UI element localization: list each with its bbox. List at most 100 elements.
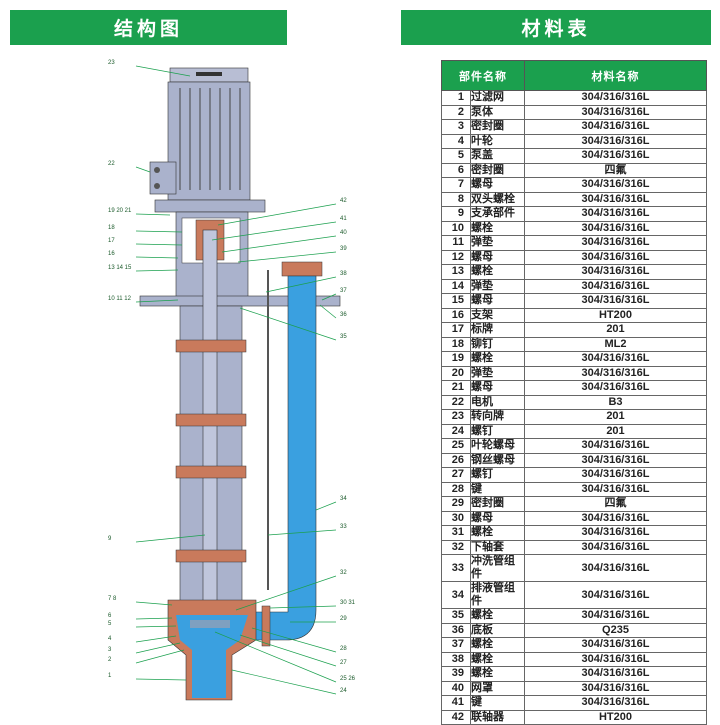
part-number: 6 [441,162,471,178]
leader-line [321,293,337,301]
material: 304/316/316L [524,581,707,609]
part-number: 4 [441,133,471,149]
leader-line [135,601,173,606]
material: 201 [524,322,707,338]
material: 304/316/316L [524,249,707,265]
material: 304/316/316L [524,680,707,696]
part-name: 螺栓 [470,608,525,624]
part-name: 铆钉 [470,336,525,352]
part-number: 2 [441,104,471,120]
structure-diagram-title: 结构图 [10,10,287,45]
callout-label: 27 [340,660,347,666]
leader-line [135,269,179,272]
part-number: 12 [441,249,471,265]
part-name: 键 [470,481,525,497]
leader-line [221,235,337,253]
part-name: 螺栓 [470,351,525,367]
part-number: 17 [441,322,471,338]
part-number: 39 [441,666,471,682]
leader-line [135,534,206,543]
material: HT200 [524,307,707,323]
part-name: 螺母 [470,293,525,309]
part-name: 网罩 [470,680,525,696]
leader-line [135,678,187,681]
callout-label: 9 [108,536,112,542]
material: 304/316/316L [524,119,707,135]
material: 304/316/316L [524,90,707,106]
part-name: 泵盖 [470,148,525,164]
leader-line [265,276,337,293]
material: 四氟 [524,162,707,178]
leader-line [135,642,181,654]
part-name: 螺钉 [470,423,525,439]
callout-label: 32 [340,570,347,576]
part-name: 螺栓 [470,525,525,541]
terminal-box [149,161,177,195]
column [175,229,269,631]
motor [149,67,266,213]
part-name: 泵体 [470,104,525,120]
leader-line [135,213,171,216]
material: 304/316/316L [524,608,707,624]
part-number: 8 [441,191,471,207]
material: 304/316/316L [524,525,707,541]
part-number: 32 [441,539,471,555]
materials-table-title: 材料表 [401,10,711,45]
material: 304/316/316L [524,220,707,236]
part-number: 38 [441,651,471,667]
part-number: 28 [441,481,471,497]
material: HT200 [524,709,707,725]
part-number: 41 [441,695,471,711]
part-number: 30 [441,510,471,526]
callout-label: 29 [340,616,347,622]
part-name: 钢丝螺母 [470,452,525,468]
leader-line [239,307,337,341]
part-number: 7 [441,177,471,193]
part-number: 40 [441,680,471,696]
material: 304/316/316L [524,637,707,653]
leader-line [251,627,337,653]
callout-label: 36 [340,312,347,318]
callout-label: 30 31 [340,600,356,606]
material: 304/316/316L [524,539,707,555]
callout-label: 38 [340,271,347,277]
part-name: 螺钉 [470,467,525,483]
callout-label: 17 [108,238,115,244]
pump-casing [167,599,257,701]
material: 304/316/316L [524,554,707,582]
part-number: 23 [441,409,471,425]
part-name: 联轴器 [470,709,525,725]
rotation-plate [196,72,222,76]
callout-label: 41 [340,216,347,222]
part-name: 螺母 [470,249,525,265]
material: Q235 [524,622,707,638]
col-header-material: 材料名称 [524,60,707,91]
part-name: 密封圈 [470,119,525,135]
part-name: 弹垫 [470,235,525,251]
leader-line [214,631,337,683]
